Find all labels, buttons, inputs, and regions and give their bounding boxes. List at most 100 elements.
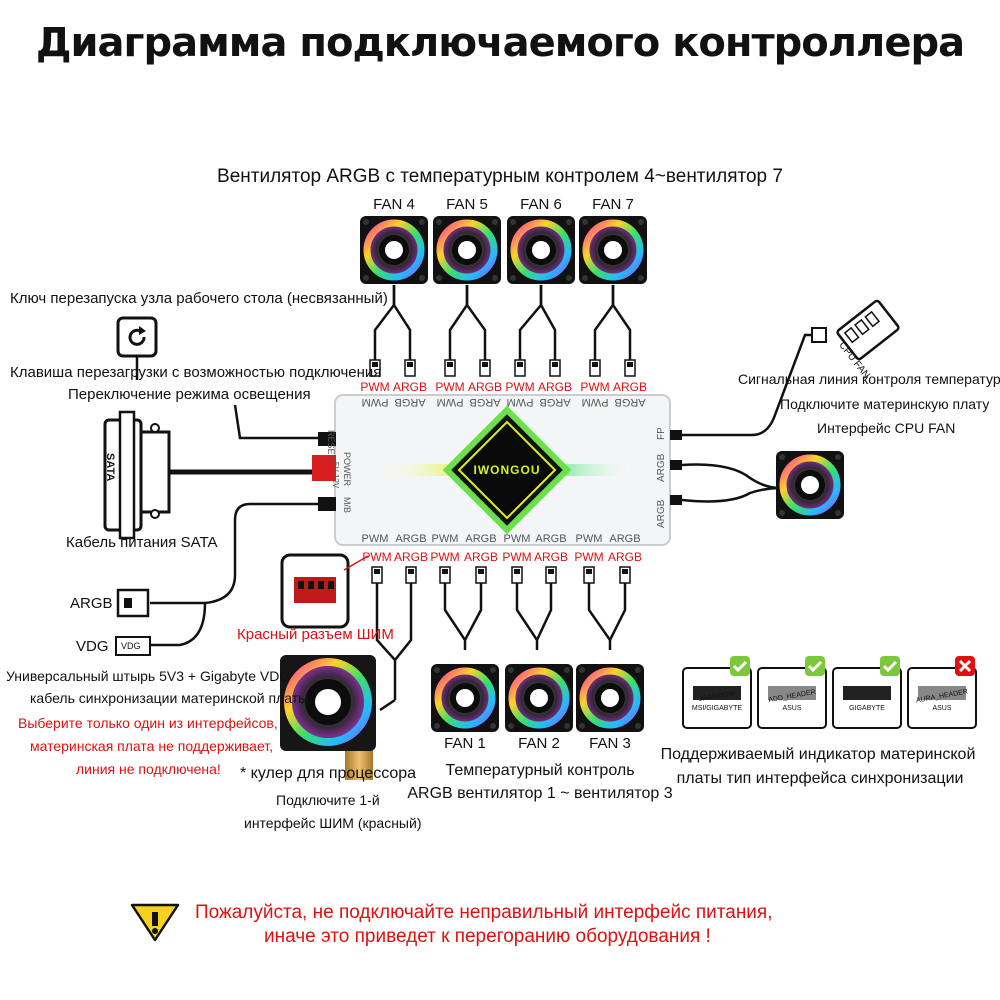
reset-button-graphic	[116, 316, 158, 358]
cpu-cooler-note-1: Подключите 1-й	[276, 792, 380, 808]
pin-argb-label: ARGB	[463, 550, 499, 564]
interface-warning-3: линия не подключена!	[76, 761, 221, 777]
pin-pwm-label: PWM	[430, 550, 460, 564]
fan-6-graphic	[507, 216, 575, 284]
pin-pwm-label: PWM	[502, 550, 532, 564]
fan-1-label: FAN 1	[444, 735, 486, 752]
hub-power-voltage-label: 5V 12V	[331, 462, 340, 489]
argb-plug-graphic	[116, 588, 150, 618]
hub-argb-port-label-2: ARGB	[656, 499, 667, 528]
vdg-tag: VDG	[76, 638, 109, 655]
fan-7-graphic	[579, 216, 647, 284]
universal-pin-note: Универсальный штырь 5V3 + Gigabyte VDG	[6, 668, 291, 684]
hub-port-pwm: PWM	[361, 533, 389, 545]
temp-signal-note: Сигнальная линия контроля температуры	[738, 371, 1000, 387]
fan-5-label: FAN 5	[446, 196, 488, 213]
hub-fp-port-label: FP	[656, 427, 667, 440]
cpu-cooler-note-2: интерфейс ШИМ (красный)	[244, 815, 422, 831]
bottom-fan-cables	[375, 583, 627, 712]
top-fan-cables	[373, 285, 632, 360]
pin-pwm-label: PWM	[360, 380, 390, 394]
pin-argb-label: ARGB	[607, 550, 643, 564]
power-warning-1: Пожалуйста, не подключайте неправильный …	[195, 902, 773, 923]
hub-port-argb: ARGB	[535, 533, 567, 545]
mb-type-name: GIGABYTE	[849, 705, 885, 712]
cpu-cooler-title: * кулер для процессора	[240, 765, 417, 782]
universal-pin-note-2: кабель синхронизации материнской платы	[30, 690, 309, 706]
hub-mb-port-label: M/B	[342, 497, 352, 514]
vdg-plug-label: VDG	[121, 641, 141, 651]
pin-pwm-label: PWM	[574, 550, 604, 564]
top-plugs	[369, 359, 636, 377]
interface-warning-2: материнская плата не поддерживает,	[30, 738, 274, 754]
mb-type-name: MSI/GIGABYTE	[691, 705, 743, 712]
cpu-cooler-graphic	[280, 655, 376, 780]
hub-port-argb: ARGB	[465, 533, 497, 545]
interface-warning-1: Выберите только один из интерфейсов,	[18, 715, 278, 731]
hub-port-pwm: PWM	[503, 533, 531, 545]
fan-4-graphic	[360, 216, 428, 284]
red-pwm-connector-label: Красный разъем ШИМ	[237, 626, 394, 643]
sata-connector-graphic	[103, 410, 171, 540]
bottom-heading-2: ARGB вентилятор 1 ~ вентилятор 3	[407, 785, 673, 802]
hub-port-argb: ARGB	[469, 396, 501, 408]
hub-port-argb: ARGB	[539, 396, 571, 408]
hub-brand-logo: IWONGOU	[473, 463, 541, 477]
lighting-mode-note: Переключение режима освещения	[68, 386, 311, 403]
pin-pwm-label: PWM	[505, 380, 535, 394]
pin-argb-label: ARGB	[533, 550, 569, 564]
pin-argb-label: ARGB	[537, 380, 573, 394]
bottom-plugs	[371, 566, 631, 584]
fan-7-label: FAN 7	[592, 196, 634, 213]
warning-icon	[130, 903, 180, 942]
fan-2-label: FAN 2	[518, 735, 560, 752]
reset-key-note: Ключ перезапуска узла рабочего стола (не…	[10, 290, 388, 307]
check-icons	[730, 656, 975, 676]
fan-4-label: FAN 4	[373, 196, 415, 213]
argb-side-fan-graphic	[776, 451, 844, 519]
fan-5-graphic	[433, 216, 501, 284]
hub-port-pwm: PWM	[436, 396, 464, 408]
hub-power-port-label: POWER	[342, 452, 352, 487]
hub-port-pwm: PWM	[361, 396, 389, 408]
mb-type-name: ASUS	[932, 705, 952, 712]
pin-argb-label: ARGB	[392, 380, 428, 394]
cpu-fan-header-graphic	[836, 299, 900, 361]
vdg-plug-graphic	[115, 636, 151, 656]
mb-caption-1: Поддерживаемый индикатор материнской	[660, 746, 976, 763]
pin-argb-label: ARGB	[612, 380, 648, 394]
argb-tag: ARGB	[70, 595, 113, 612]
power-warning-2: иначе это приведет к перегоранию оборудо…	[264, 926, 711, 947]
fan-1-graphic	[431, 664, 499, 732]
sata-tag: SATA	[104, 453, 116, 482]
hub-port-argb: ARGB	[395, 533, 427, 545]
hub-port-argb: ARGB	[609, 533, 641, 545]
hub-argb-port-label: ARGB	[656, 453, 667, 482]
top-heading: Вентилятор ARGB с температурным контроле…	[217, 166, 783, 187]
connect-mb-note: Подключите материнскую плату	[780, 396, 990, 412]
fan-3-label: FAN 3	[589, 735, 631, 752]
fan-2-graphic	[505, 664, 573, 732]
pin-pwm-label: PWM	[362, 550, 392, 564]
page-title: Диаграмма подключаемого контроллера	[35, 20, 965, 66]
hub-reset-port-label: RESET	[326, 430, 336, 461]
mb-type-name: ASUS	[782, 705, 802, 712]
pin-argb-label: ARGB	[467, 380, 503, 394]
bottom-heading-1: Температурный контроль	[445, 762, 635, 779]
pin-pwm-label: PWM	[435, 380, 465, 394]
fan-3-graphic	[576, 664, 644, 732]
hub-port-argb: ARGB	[394, 396, 426, 408]
hub-port-pwm: PWM	[506, 396, 534, 408]
hub-port-pwm: PWM	[431, 533, 459, 545]
pin-pwm-label: PWM	[580, 380, 610, 394]
sata-cable-label: Кабель питания SATA	[66, 534, 218, 551]
mb-caption-2: платы тип интерфейса синхронизации	[676, 770, 964, 787]
mb-interface-boxes	[682, 667, 977, 729]
pin-argb-label: ARGB	[393, 550, 429, 564]
hub-port-pwm: PWM	[581, 396, 609, 408]
cpu-fan-interface-note: Интерфейс CPU FAN	[817, 420, 956, 436]
hub-port-pwm: PWM	[575, 533, 603, 545]
hub-port-argb: ARGB	[614, 396, 646, 408]
